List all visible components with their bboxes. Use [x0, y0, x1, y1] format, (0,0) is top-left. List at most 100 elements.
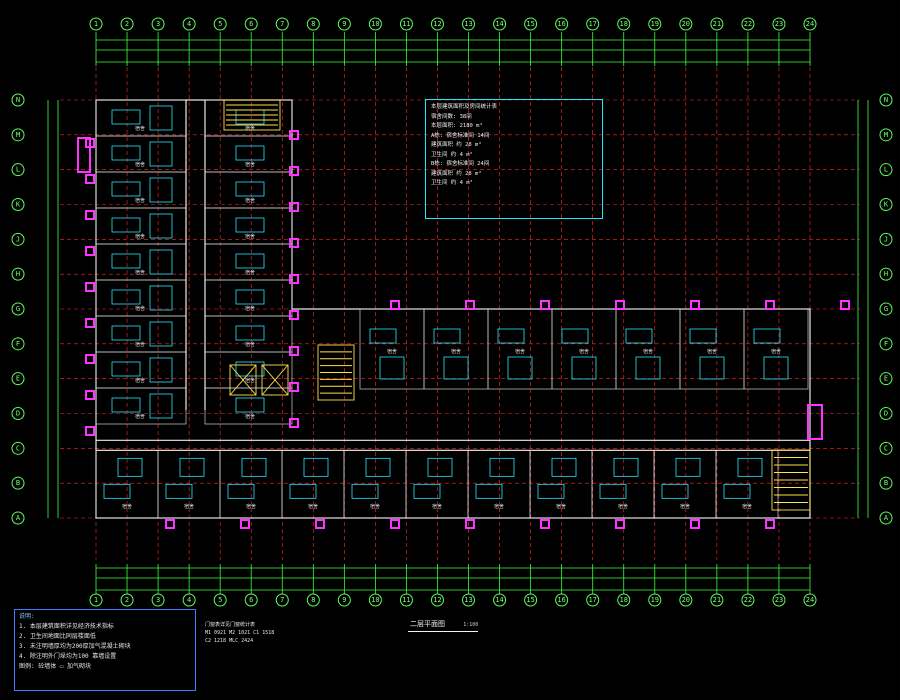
axis-bubble-label: 3	[156, 20, 160, 28]
axis-bubble-label: 11	[402, 20, 410, 28]
axis-bubble-bottom: 18	[617, 593, 631, 607]
room-label-text: 宿舍	[451, 348, 461, 355]
axis-bubble-label: 4	[187, 20, 191, 28]
axis-bubble-label: 15	[526, 596, 534, 604]
bed-fixture	[235, 289, 265, 305]
axis-bubble-bottom: 16	[555, 593, 569, 607]
plan-title-underline	[408, 631, 478, 632]
axis-bubble-label: 7	[280, 20, 284, 28]
axis-bubble-label: J	[16, 235, 20, 243]
bathroom-fixture	[427, 457, 453, 477]
room-label-text: 宿舍	[135, 269, 145, 276]
bathroom-fixture	[675, 457, 701, 477]
bed-fixture	[753, 328, 781, 344]
axis-bubble-circle	[586, 593, 600, 607]
axis-bubble-top: 21	[710, 17, 724, 31]
walls-layer: 宿舍宿舍宿舍宿舍宿舍宿舍宿舍宿舍宿舍宿舍宿舍宿舍宿舍宿舍宿舍宿舍宿舍宿舍宿舍宿舍…	[77, 99, 850, 529]
axis-bubble-circle	[11, 511, 25, 525]
axis-bubble-label: 9	[342, 596, 346, 604]
axis-bubble-top: 22	[741, 17, 755, 31]
structural-column	[615, 300, 625, 310]
axis-bubble-circle	[11, 337, 25, 351]
axis-bubble-label: 15	[526, 20, 534, 28]
axis-bubble-circle	[11, 372, 25, 386]
room-label-text: 宿舍	[245, 305, 255, 312]
axis-bubble-bottom: 7	[275, 593, 289, 607]
axis-bubble-label: 23	[775, 20, 783, 28]
bed-fixture	[537, 483, 565, 499]
bed-fixture	[289, 483, 317, 499]
structural-column	[315, 519, 325, 529]
structural-column	[85, 210, 95, 220]
axis-bubble-label: 13	[464, 20, 472, 28]
axis-bubble-top: 20	[679, 17, 693, 31]
axis-bubble-label: E	[884, 375, 888, 383]
axis-bubble-top: 9	[337, 17, 351, 31]
bathroom-fixture	[149, 105, 173, 131]
axis-bubble-bottom: 24	[803, 593, 817, 607]
axis-bubble-circle	[151, 17, 165, 31]
axis-bubble-label: 17	[588, 596, 596, 604]
axis-bubble-label: 2	[125, 20, 129, 28]
axis-bubble-top: 12	[430, 17, 444, 31]
axis-bubble-right: H	[879, 267, 893, 281]
axis-bubble-right: B	[879, 476, 893, 490]
room-label-text: 宿舍	[643, 348, 653, 355]
axis-bubble-circle	[879, 476, 893, 490]
axis-bubble-circle	[11, 198, 25, 211]
axis-bubble-label: 6	[249, 596, 253, 604]
structural-column	[540, 519, 550, 529]
axis-bubble-circle	[11, 93, 25, 107]
area-statistics-line: 建筑面积 约 28 m²	[431, 142, 482, 148]
bathroom-fixture	[149, 141, 173, 167]
bathroom-fixture	[241, 457, 267, 477]
axis-bubble-circle	[11, 407, 25, 420]
bathroom-fixture	[443, 356, 469, 380]
axis-bubble-circle	[586, 17, 600, 31]
bed-fixture	[111, 289, 141, 305]
axis-bubble-circle	[244, 593, 258, 607]
area-statistics-line: 卫生间 约 4 m²	[431, 180, 473, 186]
axis-bubble-circle	[879, 93, 893, 107]
structural-column	[390, 300, 400, 310]
axis-bubble-left: N	[11, 93, 25, 107]
axis-bubble-label: 24	[806, 596, 814, 604]
legend-line: 门窗表详见门窗统计表	[205, 622, 256, 628]
axis-bubble-top: 19	[648, 17, 662, 31]
bed-fixture	[413, 483, 441, 499]
axis-bubble-circle	[879, 267, 893, 281]
axis-bubble-circle	[679, 593, 693, 607]
structural-column	[289, 346, 299, 356]
axis-bubble-label: 16	[557, 596, 565, 604]
axis-bubble-circle	[182, 17, 196, 31]
axis-bubble-label: 17	[588, 20, 596, 28]
axis-bubble-label: M	[884, 131, 888, 139]
axis-bubble-label: F	[16, 340, 20, 348]
axis-bubble-label: L	[16, 166, 20, 174]
axis-bubble-circle	[493, 593, 507, 607]
axis-bubble-circle	[879, 163, 893, 177]
axis-bubble-top: 24	[803, 17, 817, 31]
axis-bubble-right: N	[879, 93, 893, 107]
axis-bubble-right: J	[879, 232, 893, 246]
axis-bubble-circle	[879, 441, 893, 455]
axis-bubble-label: 21	[713, 20, 721, 28]
axis-bubble-label: 20	[682, 20, 690, 28]
axis-bubble-circle	[368, 593, 382, 607]
legend-line: M1 0921 M2 1021 C1 1518	[205, 630, 275, 636]
room-label-text: 宿舍	[135, 341, 145, 348]
axis-bubble-top: 15	[524, 17, 538, 31]
area-statistics-line: 卫生间 约 4 m²	[431, 151, 473, 158]
room-label-text: 宿舍	[680, 503, 690, 510]
bed-fixture	[235, 253, 265, 269]
axis-bubble-circle	[710, 17, 724, 31]
structural-column	[289, 202, 299, 212]
bathroom-fixture	[149, 357, 173, 383]
axis-bubble-circle	[275, 593, 289, 607]
axis-bubble-label: G	[884, 305, 888, 313]
axis-bubble-circle	[879, 407, 893, 420]
axis-bubble-top: 7	[275, 17, 289, 31]
room-label-text: 宿舍	[556, 503, 566, 510]
area-statistics-line: B栋: 宿舍标准间 24间	[431, 161, 490, 167]
axis-bubble-circle	[244, 17, 258, 31]
